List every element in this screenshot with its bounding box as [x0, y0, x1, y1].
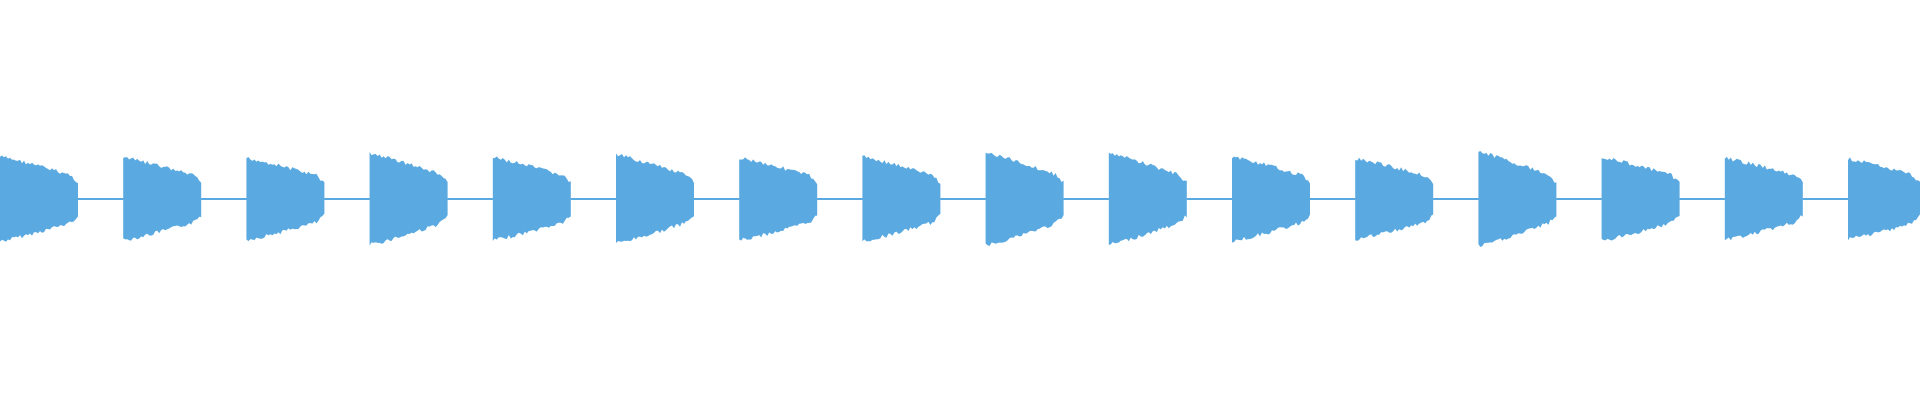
waveform-tail — [1186, 198, 1232, 200]
waveform-tail — [570, 198, 616, 200]
waveform-burst — [1724, 155, 1803, 243]
waveform-burst — [1848, 155, 1920, 243]
waveform-tail — [1556, 198, 1602, 200]
waveform-burst — [246, 155, 325, 243]
waveform-tail — [201, 198, 247, 200]
waveform-tail — [694, 198, 740, 200]
waveform-tail — [78, 198, 124, 200]
waveform-burst — [1601, 154, 1680, 244]
waveform-burst — [0, 153, 78, 245]
waveform-tail — [1802, 198, 1848, 200]
waveform-tail — [1063, 198, 1109, 200]
waveform-burst — [1478, 149, 1557, 249]
waveform-tail — [447, 198, 493, 200]
waveform-tail — [817, 198, 863, 200]
waveform-tail — [940, 198, 986, 200]
waveform-tail — [324, 198, 370, 200]
waveform-tail — [1310, 198, 1356, 200]
waveform-burst — [1232, 153, 1310, 245]
waveform-tail — [1679, 198, 1725, 200]
waveform-burst — [492, 154, 571, 244]
waveform-burst — [369, 150, 448, 248]
waveform-segments — [0, 149, 1920, 249]
waveform-tail — [1433, 198, 1479, 200]
waveform-burst — [616, 151, 694, 247]
waveform-burst — [1355, 155, 1434, 243]
waveform-burst — [1108, 150, 1187, 248]
waveform-burst — [123, 154, 202, 244]
waveform-burst — [985, 149, 1064, 249]
waveform-burst — [739, 154, 818, 244]
waveform-burst — [862, 153, 941, 245]
